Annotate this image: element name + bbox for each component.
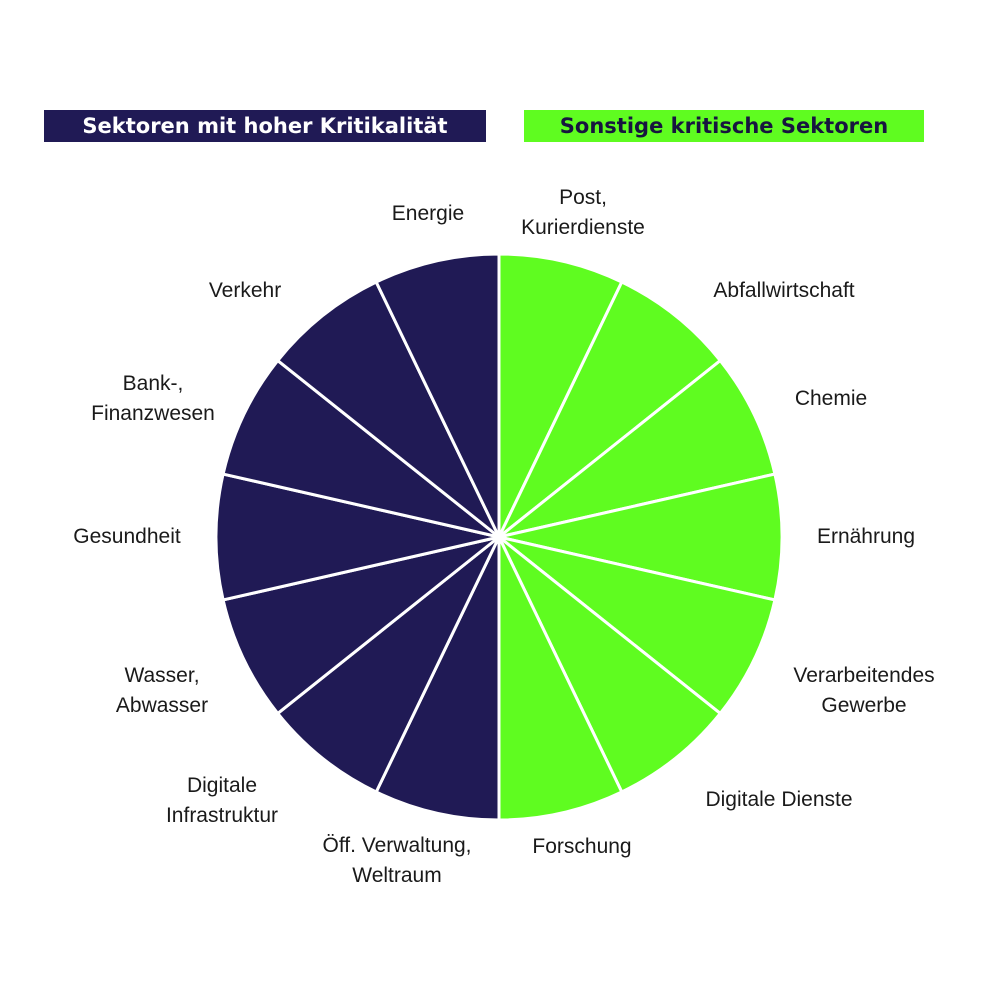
slice-label: Energie [392, 202, 464, 225]
slice-label-line: Gewerbe [821, 694, 906, 717]
pie-slice [374, 535, 501, 822]
slice-label-line: Abwasser [116, 694, 208, 717]
slice-label: Gesundheit [73, 525, 181, 548]
pie-slice [221, 535, 501, 715]
slice-label-line: Forschung [532, 835, 631, 858]
pie-slice [497, 535, 777, 715]
slice-label-line: Ernährung [817, 525, 915, 548]
slice-label-line: Digitale [187, 774, 257, 797]
slice-label-line: Abfallwirtschaft [713, 279, 854, 302]
slice-label-line: Verkehr [209, 279, 281, 302]
pie-slice [497, 535, 624, 822]
pie-slice [497, 359, 777, 539]
slice-label-line: Verarbeitendes [793, 664, 934, 687]
slice-label: Ernährung [817, 525, 915, 548]
pie-slice [276, 280, 501, 539]
slice-label: Verkehr [209, 279, 281, 302]
legend-other-critical: Sonstige kritische Sektoren [524, 110, 924, 142]
slice-label-line: Chemie [795, 387, 867, 410]
slice-label-line: Wasser, [124, 664, 199, 687]
slice-label: Bank-, Finanzwesen [91, 372, 215, 425]
slice-label: Digitale Dienste [705, 788, 852, 811]
slice-label-line: Digitale Dienste [705, 788, 852, 811]
slice-label-line: Infrastruktur [166, 804, 278, 827]
slice-label-line: Kurierdienste [521, 216, 645, 239]
slice-label-line: Finanzwesen [91, 402, 215, 425]
pie-slice [497, 535, 722, 794]
slice-label-line: Energie [392, 202, 464, 225]
slice-label-line: Gesundheit [73, 525, 181, 548]
pie-slice [214, 472, 501, 602]
slice-label: Abfallwirtschaft [713, 279, 854, 302]
pie-slice [276, 535, 501, 794]
slice-label: Chemie [795, 387, 867, 410]
pie-slice [497, 252, 624, 539]
slice-label-line: Öff. Verwaltung, [322, 834, 471, 857]
slice-label-line: Post, [559, 186, 607, 209]
slice-label: Wasser, Abwasser [116, 664, 208, 717]
pie-slice [221, 359, 501, 539]
pie-slice [497, 280, 722, 539]
slice-label-line: Bank-, [123, 372, 184, 395]
legend-high-criticality: Sektoren mit hoher Kritikalität [44, 110, 486, 142]
slice-label: Öff. Verwaltung, Weltraum [322, 834, 471, 887]
pie-slice [497, 472, 784, 602]
slice-label-line: Weltraum [352, 864, 441, 887]
slice-label: Post, Kurierdienste [521, 186, 645, 239]
pie-slice [374, 252, 501, 539]
slice-label: Forschung [532, 835, 631, 858]
